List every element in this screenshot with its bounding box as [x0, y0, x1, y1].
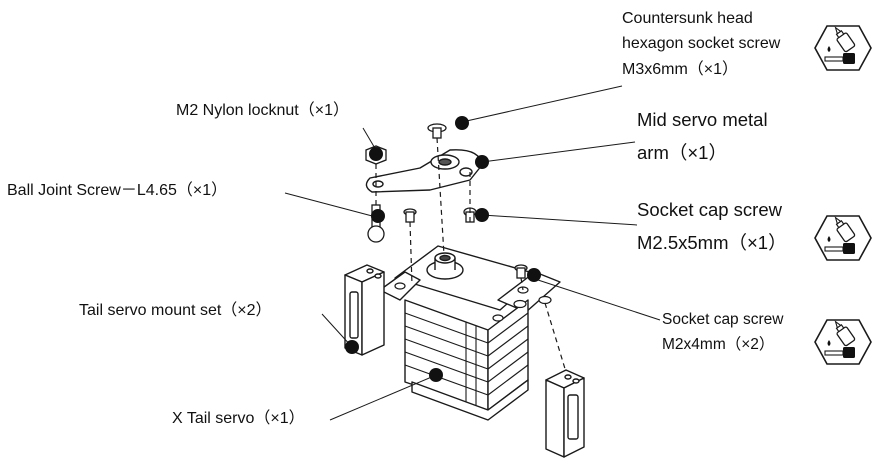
mid-arm-label-line1: Mid servo metal	[637, 109, 768, 130]
countersunk-label-line3: M3x6mm（×1）	[622, 61, 739, 78]
nylon-locknut-label: M2 Nylon locknut（×1）	[176, 102, 349, 119]
threadlocker-hexagon-icon	[814, 23, 872, 71]
threadlocker-hexagon-icon	[814, 213, 872, 261]
tail-mount-label: Tail servo mount set（×2）	[79, 302, 272, 319]
x-tail-servo-label: X Tail servo（×1）	[172, 410, 305, 427]
countersunk-label-line2: hexagon socket screw	[622, 35, 781, 52]
threadlocker-hexagon-icon	[814, 317, 872, 365]
socket-cap-m25-label-line1: Socket cap screw	[637, 199, 782, 220]
socket-cap-m2-label-line1: Socket cap screw	[662, 311, 784, 328]
socket-cap-m2-label-line2: M2x4mm（×2）	[662, 336, 775, 353]
mid-arm-label-line2: arm（×1）	[637, 142, 727, 163]
socket-cap-m25-label-line2: M2.5x5mm（×1）	[637, 232, 787, 253]
ball-joint-label: Ball Joint Screw－L4.65（×1）	[7, 182, 228, 199]
countersunk-label-line1: Countersunk head	[622, 10, 753, 27]
